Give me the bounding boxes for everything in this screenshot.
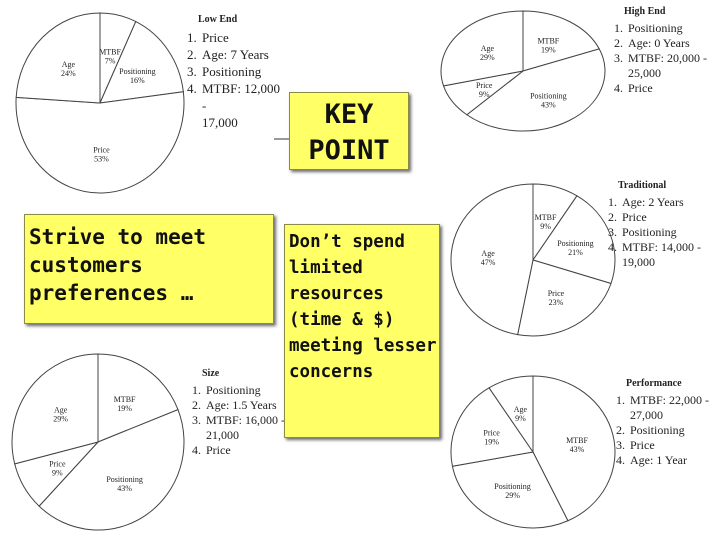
- legend-size-title: Size: [202, 368, 220, 379]
- legend-high-end-item-1: Positioning: [626, 21, 718, 36]
- pie-low-end-slice-price: [15, 91, 185, 194]
- pie-performance-slice-mtbf: [532, 375, 616, 522]
- legend-low-end-item-1: Price: [200, 29, 282, 46]
- legend-high-end-item-2: Age: 0 Years: [626, 36, 718, 51]
- legend-performance-item-2: Positioning: [628, 423, 718, 438]
- dont-spend-callout-text: Don’t spend limited resources (time & $)…: [289, 232, 437, 382]
- legend-performance-title: Performance: [626, 378, 682, 389]
- pie-high-end-slice-positioning: [466, 48, 606, 132]
- legend-performance: Performance MTBF: 22,000 - 27,000 Positi…: [614, 378, 718, 468]
- pie-performance-slice-price: [450, 387, 534, 467]
- legend-size-item-1: Positioning: [204, 383, 286, 398]
- dont-spend-callout-box: Don’t spend limited resources (time & $)…: [284, 224, 440, 438]
- legend-traditional-item-1: Age: 2 Years: [620, 195, 714, 210]
- key-point-box: KEY POINT: [289, 92, 409, 170]
- legend-low-end: Low End Price Age: 7 Years Positioning M…: [186, 14, 282, 131]
- legend-traditional: Traditional Age: 2 Years Price Positioni…: [606, 180, 714, 270]
- legend-high-end-item-4: Price: [626, 81, 718, 96]
- pie-performance-slice-positioning: [451, 451, 569, 529]
- legend-size: Size Positioning Age: 1.5 Years MTBF: 16…: [190, 368, 286, 458]
- strive-callout-box: Strive to meet customers preferences …: [24, 214, 274, 324]
- legend-high-end-title: High End: [624, 6, 666, 17]
- strive-callout-text: Strive to meet customers preferences …: [29, 225, 207, 305]
- pie-traditional-slice-price: [517, 259, 612, 337]
- legend-high-end: High End Positioning Age: 0 Years MTBF: …: [612, 6, 718, 96]
- connector-line: [274, 138, 290, 140]
- legend-performance-item-4: Age: 1 Year: [628, 453, 718, 468]
- legend-traditional-item-2: Price: [620, 210, 714, 225]
- legend-low-end-item-4: MTBF: 12,000 - 17,000: [200, 80, 282, 131]
- legend-performance-item-1: MTBF: 22,000 - 27,000: [628, 393, 718, 423]
- legend-performance-item-3: Price: [628, 438, 718, 453]
- pie-high-end-slice-age: [440, 10, 524, 87]
- pie-size-slice-mtbf: [97, 353, 179, 443]
- pie-size-slice-age: [11, 353, 99, 465]
- legend-low-end-item-3: Positioning: [200, 63, 282, 80]
- legend-high-end-item-3: MTBF: 20,000 - 25,000: [626, 51, 718, 81]
- legend-low-end-title: Low End: [198, 14, 238, 25]
- legend-size-item-2: Age: 1.5 Years: [204, 398, 286, 413]
- legend-traditional-item-3: Positioning: [620, 225, 714, 240]
- legend-low-end-item-2: Age: 7 Years: [200, 46, 282, 63]
- pie-traditional-slice-age: [450, 183, 534, 336]
- pie-low-end-slice-positioning: [99, 20, 184, 104]
- pie-size-slice-positioning: [38, 408, 185, 531]
- legend-size-item-3: MTBF: 16,000 - 21,000: [204, 413, 286, 443]
- pie-high-end-slice-mtbf: [522, 10, 600, 72]
- pie-traditional-slice-positioning: [532, 195, 616, 285]
- pie-low-end-slice-age: [15, 12, 101, 104]
- legend-traditional-item-4: MTBF: 14,000 - 19,000: [620, 240, 714, 270]
- legend-traditional-title: Traditional: [618, 180, 667, 191]
- legend-size-item-4: Price: [204, 443, 286, 458]
- key-point-text: KEY POINT: [308, 99, 390, 166]
- pie-performance-slice-age: [488, 375, 534, 454]
